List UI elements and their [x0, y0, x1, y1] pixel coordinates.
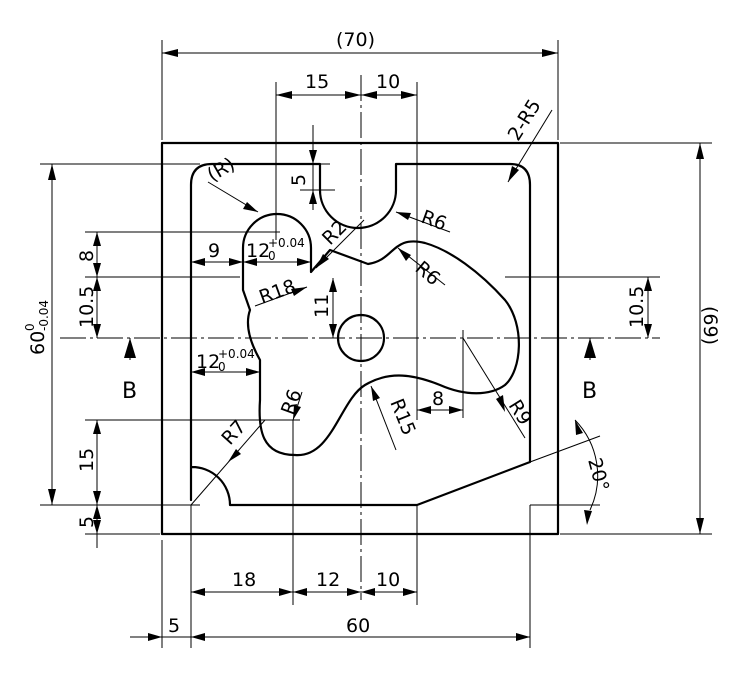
center-lines	[60, 75, 660, 600]
dimension-lines	[40, 40, 712, 648]
dim-radius-15: R15	[385, 396, 419, 439]
dim-radius-18: R18	[256, 275, 299, 308]
dim-left-8: 8	[76, 250, 98, 262]
svg-text:+0.04: +0.04	[268, 236, 305, 250]
dim-12-upper: 12 +0.04 0	[246, 236, 305, 263]
dimension-labels: (70) 15 10 2-R5 5 R6 R2 (R) 60 0 -0.04 8…	[23, 29, 721, 637]
dim-bottom-5: 5	[168, 615, 180, 637]
dim-radius-7: R7	[217, 416, 250, 450]
svg-text:-0.04: -0.04	[37, 300, 51, 331]
dim-left-10-5: 10.5	[76, 286, 98, 328]
svg-text:0: 0	[268, 249, 276, 263]
dim-right-overall: (69)	[699, 306, 721, 345]
dim-bottom-12: 12	[316, 569, 340, 591]
section-markers: B B	[122, 338, 597, 404]
dim-top-left: 15	[305, 71, 329, 93]
dim-top-right: 10	[376, 71, 400, 93]
dim-radius-upper-right: R6	[418, 206, 449, 235]
dim-right-10-5: 10.5	[626, 286, 648, 328]
svg-text:0: 0	[23, 323, 37, 331]
svg-text:12: 12	[246, 240, 270, 262]
dim-left-15: 15	[76, 448, 98, 472]
dim-9: 9	[208, 240, 220, 262]
dim-bottom-60: 60	[346, 615, 370, 637]
section-label-right: B	[582, 379, 597, 404]
dim-11: 11	[311, 294, 333, 318]
svg-text:0: 0	[218, 360, 226, 374]
dim-radius-corner: R2	[318, 216, 351, 249]
dim-12-mid: 12 +0.04 0	[196, 347, 255, 374]
dim-left-5: 5	[76, 516, 98, 528]
dim-radius-generic: (R)	[204, 153, 239, 186]
section-label-left: B	[122, 379, 137, 404]
dim-slot-depth: 5	[288, 174, 310, 186]
svg-text:12: 12	[196, 351, 220, 373]
dim-8: 8	[432, 388, 444, 410]
island-outline	[241, 212, 520, 457]
dim-left-height: 60 0 -0.04	[23, 300, 51, 355]
pocket-outline	[189, 162, 532, 507]
dim-bottom-18: 18	[232, 569, 256, 591]
dim-radius-count: 2-R5	[504, 95, 546, 144]
svg-text:60: 60	[27, 331, 49, 355]
dim-radius-6-lower: R6	[277, 386, 306, 417]
dim-bottom-10: 10	[376, 569, 400, 591]
svg-text:+0.04: +0.04	[218, 347, 255, 361]
dim-top-overall: (70)	[336, 29, 375, 51]
dim-angle-20: 20°	[583, 456, 613, 494]
